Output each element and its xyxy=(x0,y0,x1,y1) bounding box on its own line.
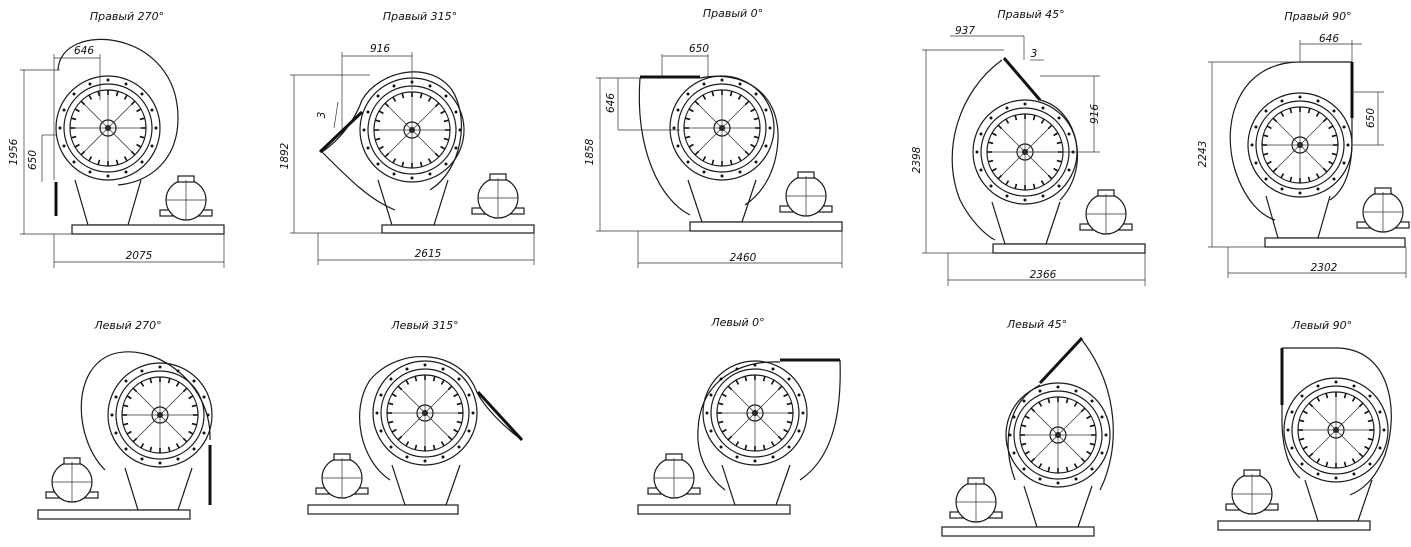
variant-left-45: Левый 45° xyxy=(941,318,1114,537)
variant-title: Левый 270° xyxy=(93,319,161,332)
dim-bottom: 2302 xyxy=(1311,262,1338,274)
variant-title: Левый 0° xyxy=(710,316,764,329)
dim-left-outer: 2398 xyxy=(911,146,923,173)
dim-left-outer: 1858 xyxy=(584,138,596,165)
variant-left-315: Левый 315° xyxy=(307,319,524,515)
variant-title: Правый 315° xyxy=(383,10,457,23)
dim-left-outer: 2243 xyxy=(1197,141,1209,168)
variant-title: Правый 90° xyxy=(1284,10,1351,23)
variant-right-0: Правый 0° 650 1858 646 2460 xyxy=(584,7,843,268)
dim-top: 937 xyxy=(955,25,975,37)
dim-bottom: 2075 xyxy=(126,250,153,262)
dim-left-inner: 646 xyxy=(605,93,617,113)
variant-title: Правый 0° xyxy=(703,7,763,20)
variant-title: Левый 315° xyxy=(390,319,458,332)
dim-left-outer: 1892 xyxy=(279,142,291,169)
dim-right-inner: 650 xyxy=(1365,108,1377,128)
dim-right-inner: 916 xyxy=(1089,104,1101,124)
dim-bottom: 2615 xyxy=(415,248,442,260)
variant-title: Правый 45° xyxy=(997,8,1064,21)
variant-left-0: Левый 0° xyxy=(637,316,841,515)
dim-top: 916 xyxy=(370,43,390,55)
variant-left-270: Левый 270° xyxy=(37,319,213,520)
variant-right-315: Правый 315° 916 1892 3 2615 xyxy=(279,10,535,265)
dim-top: 646 xyxy=(1319,33,1339,45)
variant-title: Левый 90° xyxy=(1291,319,1352,332)
dim-flange: 3 xyxy=(1031,48,1038,60)
variant-right-270: Правый 270° 646 1956 650 2075 xyxy=(8,10,225,268)
dim-top: 646 xyxy=(74,45,94,57)
dim-bottom: 2366 xyxy=(1030,269,1057,281)
variant-right-90: Правый 90° 646 2243 650 2302 xyxy=(1197,10,1410,278)
dim-left-outer: 1956 xyxy=(8,138,20,165)
variant-left-90: Левый 90° xyxy=(1217,319,1392,531)
dim-left-inner: 3 xyxy=(316,112,328,119)
variant-right-45: Правый 45° 937 2398 916 3 2366 xyxy=(911,8,1146,286)
dim-top: 650 xyxy=(689,43,709,55)
dim-left-inner: 650 xyxy=(27,150,39,170)
dim-bottom: 2460 xyxy=(730,252,757,264)
variant-title: Правый 270° xyxy=(90,10,164,23)
variant-title: Левый 45° xyxy=(1006,318,1067,331)
